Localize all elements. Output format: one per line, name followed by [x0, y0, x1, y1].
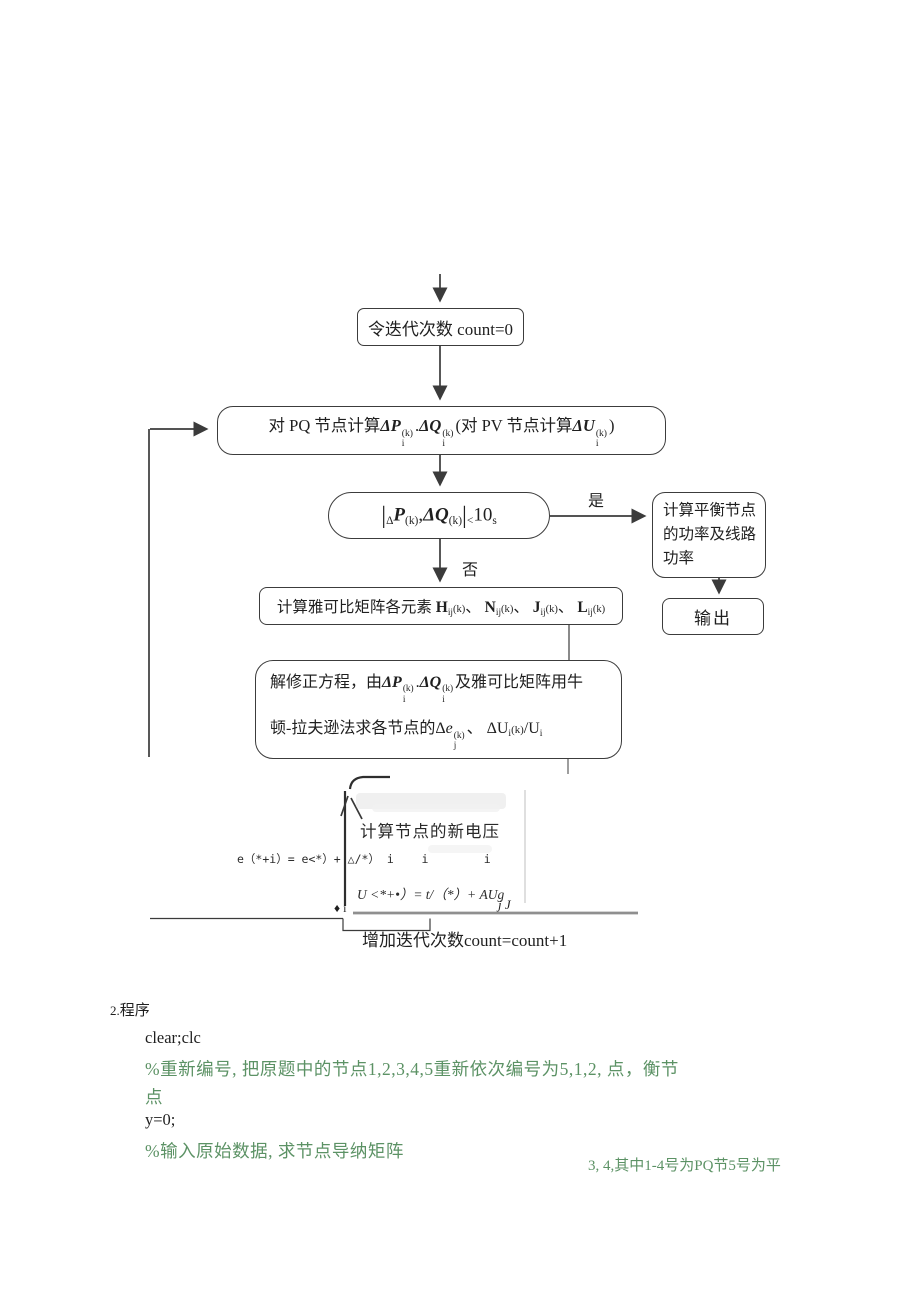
floating-comment: 3, 4,其中1-4号为PQ节5号为平 [588, 1158, 781, 1174]
flow-output-box: 输出 [662, 598, 764, 635]
flow-compute-box: 对 PQ 节点计算ΔP(k)i.ΔQ(k)i(对 PV 节点计算ΔU(k)i) [217, 406, 666, 455]
balance-line-2: 的功率及线路 [663, 526, 757, 544]
flow-output-label: 输出 [694, 609, 732, 628]
flow-start-label: 令迭代次数 count=0 [367, 319, 514, 339]
flow-decision-ellipse: |ΔP(k),ΔQ(k)|<10s [328, 492, 550, 539]
flow-count-step-label: 增加迭代次数count=count+1 [362, 931, 568, 950]
flow-voltage-title: 计算节点的新电压 [360, 822, 500, 841]
correction-line-2: 顿-拉夫逊法求各节点的Δe(k)j、 ΔUi(k)/Ui [270, 720, 543, 751]
scan-smudge [372, 804, 500, 812]
code-comment-line: 点 [145, 1087, 163, 1107]
code-comment-line: %重新编号, 把原题中的节点1,2,3,4,5重新依次编号为5,1,2, 点，衡… [145, 1059, 679, 1079]
voltage-equation-1: e（*+i）= e<*）+ △/*） i i i [237, 852, 491, 866]
no-branch-label: 否 [462, 562, 479, 579]
flow-balance-box: 计算平衡节点 的功率及线路 功率 [652, 492, 766, 578]
flow-start-box: 令迭代次数 count=0 [357, 308, 524, 346]
flow-decision-label: |ΔP(k),ΔQ(k)|<10s [381, 501, 497, 529]
balance-line-1: 计算平衡节点 [663, 502, 757, 519]
balance-line-3: 功率 [663, 550, 695, 568]
diamond-marker: ♦ i [334, 901, 347, 915]
scan-smudge [428, 845, 492, 853]
voltage-equation-2: U <*+•）= t/（*）+ AUg [357, 887, 505, 902]
flow-compute-label: 对 PQ 节点计算ΔP(k)i.ΔQ(k)i(对 PV 节点计算ΔU(k)i) [268, 416, 615, 450]
section-title: 程序 [119, 1003, 150, 1019]
subscript-marker: j J [498, 897, 511, 912]
section-number: 2. [110, 1003, 120, 1018]
code-line: clear;clc [145, 1028, 201, 1047]
code-line: y=0; [145, 1110, 176, 1129]
section-heading: 2.程序 [110, 999, 150, 1020]
flow-jacobian-label: 计算雅可比矩阵各元素 Hij(k)、 Nij(k)、 Jij(k)、 Lij(k… [276, 598, 606, 618]
yes-branch-label: 是 [588, 493, 605, 510]
flow-jacobian-box: 计算雅可比矩阵各元素 Hij(k)、 Nij(k)、 Jij(k)、 Lij(k… [259, 587, 623, 625]
code-comment-line: %输入原始数据, 求节点导纳矩阵 [145, 1141, 404, 1161]
